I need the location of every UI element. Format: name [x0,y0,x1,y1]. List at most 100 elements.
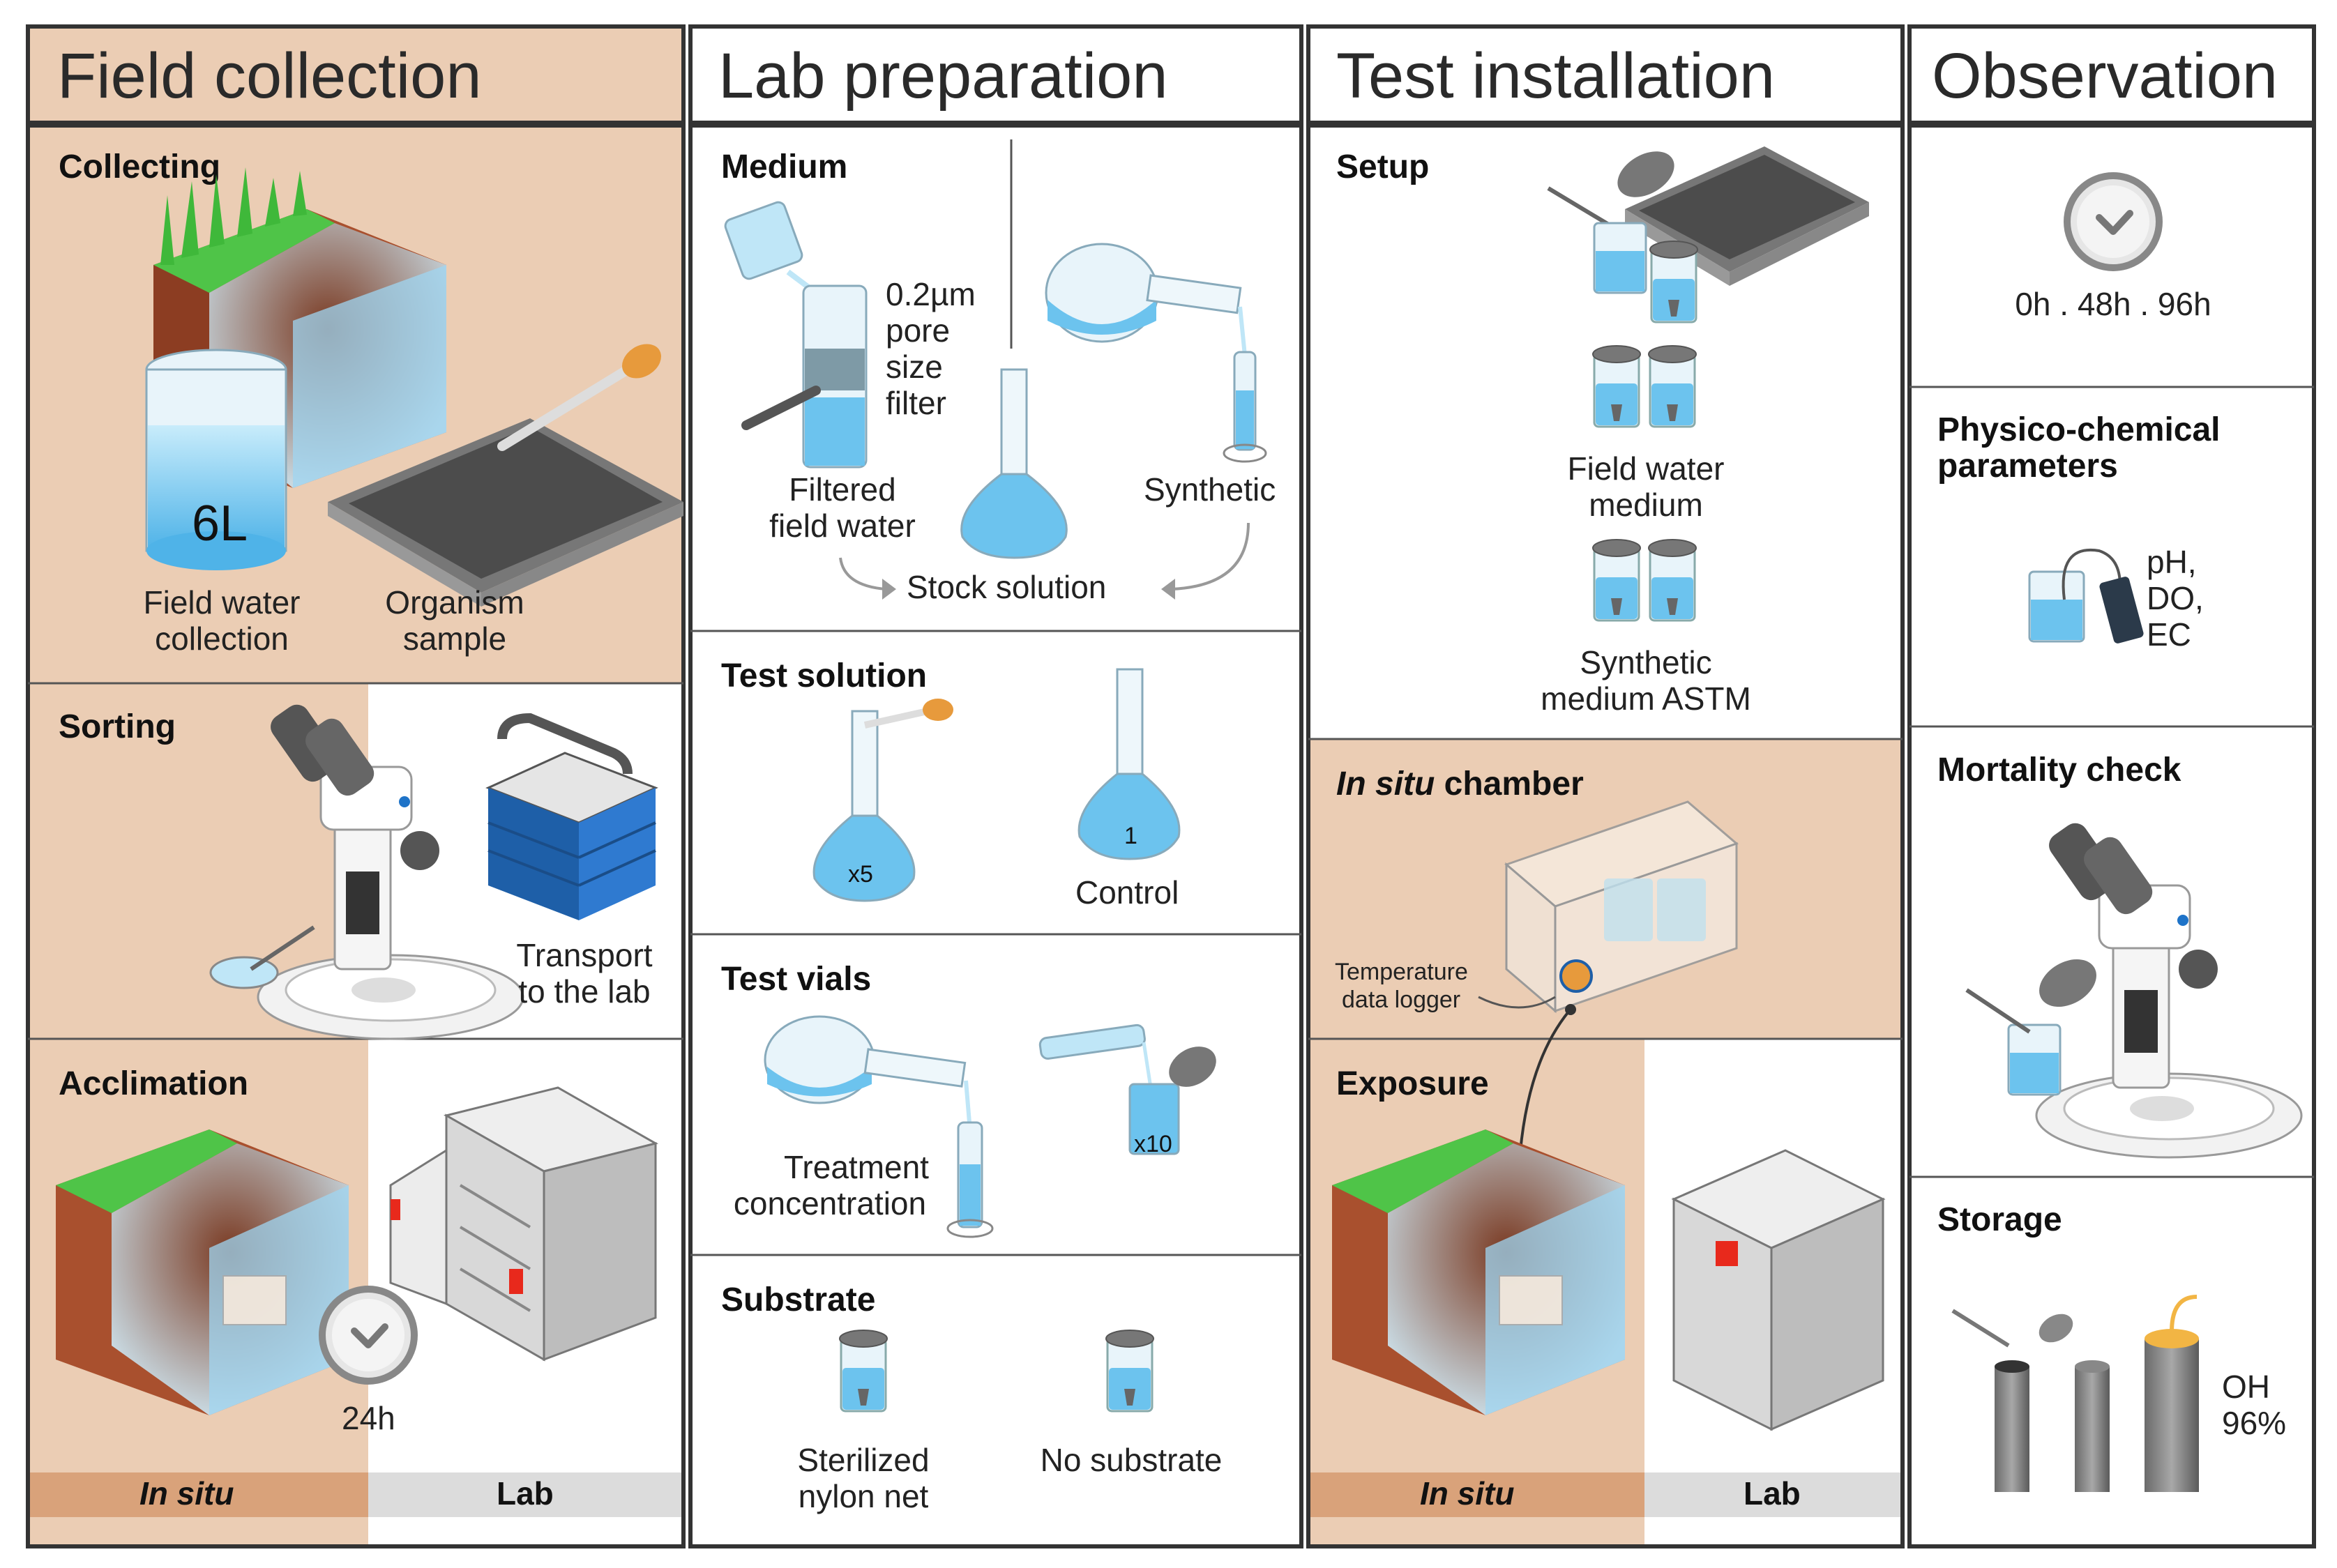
sterilized-net-vial-icon [838,1329,888,1413]
exposure-stream-illustration [1332,1129,1625,1415]
sterilized-label-2: nylon net [799,1478,929,1514]
transport-label-1: Transport [516,937,652,973]
control-number: 1 [1124,823,1137,849]
filtered-label-1: Filtered [789,471,895,508]
mortality-title: Mortality check [1937,752,2181,789]
logger-label-1: Temperature [1335,959,1468,985]
synthetic-medium-vial-1-icon [1591,538,1642,622]
physico-title-2: parameters [1937,448,2118,485]
field-water-beaker-icon [145,349,287,570]
incubator-icon [389,1086,658,1362]
field-lab-label: Lab [497,1475,554,1512]
filter-label-4: filter [886,385,946,421]
chamber-title-italic: In situ [1336,766,1435,802]
field-medium-vial-1-icon [1591,344,1642,428]
field-lab-bar [368,1472,683,1517]
beaker-volume-label: 6L [192,496,248,551]
pipette-icon [497,344,661,451]
organism-sample-label-2: sample [403,621,506,657]
in-situ-chamber-icon [1504,800,1739,1014]
acclimation-title: Acclimation [59,1065,248,1102]
probe-meter-icon [2028,548,2144,644]
no-substrate-vial-icon [1105,1329,1155,1413]
observation-times-label: 0h . 48h . 96h [2015,286,2211,322]
storage-title: Storage [1937,1201,2062,1238]
test-insitu-bar [1308,1472,1644,1517]
ethanol-label-1: OH [2222,1369,2270,1405]
test-insitu-label: In situ [1420,1475,1514,1512]
field-water-label-1: Field water [144,584,301,621]
sorting-title: Sorting [59,708,176,745]
control-label: Control [1075,874,1179,911]
filter-label-1: 0.2µm [886,276,976,312]
test-vials-title: Test vials [721,961,871,998]
column-title-test-installation: Test installation [1336,40,1775,112]
param-ph: pH, [2147,544,2197,580]
treatment-flask-icon [812,699,953,902]
ethanol-label-2: 96% [2222,1405,2286,1441]
no-substrate-label: No substrate [1041,1442,1223,1478]
field-water-label-2: collection [155,621,289,657]
column-title-observation: Observation [1932,40,2278,112]
acclimation-time-label: 24h [342,1400,395,1436]
x10-label: x10 [1134,1131,1172,1157]
mortality-beaker-icon [1965,959,2096,1096]
column-title-field-collection: Field collection [57,40,482,112]
test-lab-bar [1644,1472,1903,1517]
synthetic-medium-label-2: medium ASTM [1541,680,1751,717]
filtered-label-2: field water [769,508,916,544]
test-lab-label: Lab [1744,1475,1801,1512]
exposure-title: Exposure [1336,1065,1489,1102]
storage-tubes-icon [1951,1295,2199,1492]
substrate-title: Substrate [721,1281,875,1318]
stock-solution-label: Stock solution [907,569,1106,605]
test-tube-pouring-icon [1038,1023,1216,1155]
field-insitu-bar [28,1472,368,1517]
synthetic-flask-pouring-icon [1045,243,1267,463]
field-insitu-label: In situ [139,1475,234,1512]
treatment-label-1: Treatment [784,1149,929,1185]
svg-text:In situ chamber: In situ chamber [1336,766,1584,802]
medium-title: Medium [721,149,847,185]
sorting-tray-icon [328,418,683,607]
logger-label-2: data logger [1342,987,1460,1013]
acclimation-clock-icon [322,1289,414,1381]
sterilized-label-1: Sterilized [797,1442,929,1478]
svg-text:pH,DO,EC: pH,DO,EC [2147,544,2204,653]
field-medium-label-2: medium [1589,487,1703,523]
param-do: DO, [2147,580,2204,616]
param-ec: EC [2147,616,2191,653]
synthetic-medium-vial-2-icon [1647,538,1697,622]
collecting-title: Collecting [59,149,220,185]
synthetic-medium-label-1: Synthetic [1580,644,1711,680]
setup-beakers-icon [1593,222,1699,324]
filter-label-3: size [886,349,943,385]
field-collection-header-bg [28,26,683,123]
chamber-title-rest: chamber [1435,766,1583,802]
transport-label-2: to the lab [518,973,650,1010]
cooler-box-icon [485,713,658,920]
pouring-flask-icon [764,1015,994,1238]
test-solution-title: Test solution [721,657,927,694]
physico-title-1: Physico-chemical [1937,411,2221,448]
acclimation-stream-illustration [56,1129,349,1415]
control-flask-icon [1077,668,1181,860]
lab-incubator-closed-icon [1671,1149,1886,1431]
treatment-label-2: concentration [734,1185,926,1221]
filter-label-2: pore [886,312,950,349]
setup-title: Setup [1336,149,1429,185]
setup-tray-icon [1547,146,1869,286]
volumetric-flask-icon [960,368,1068,559]
